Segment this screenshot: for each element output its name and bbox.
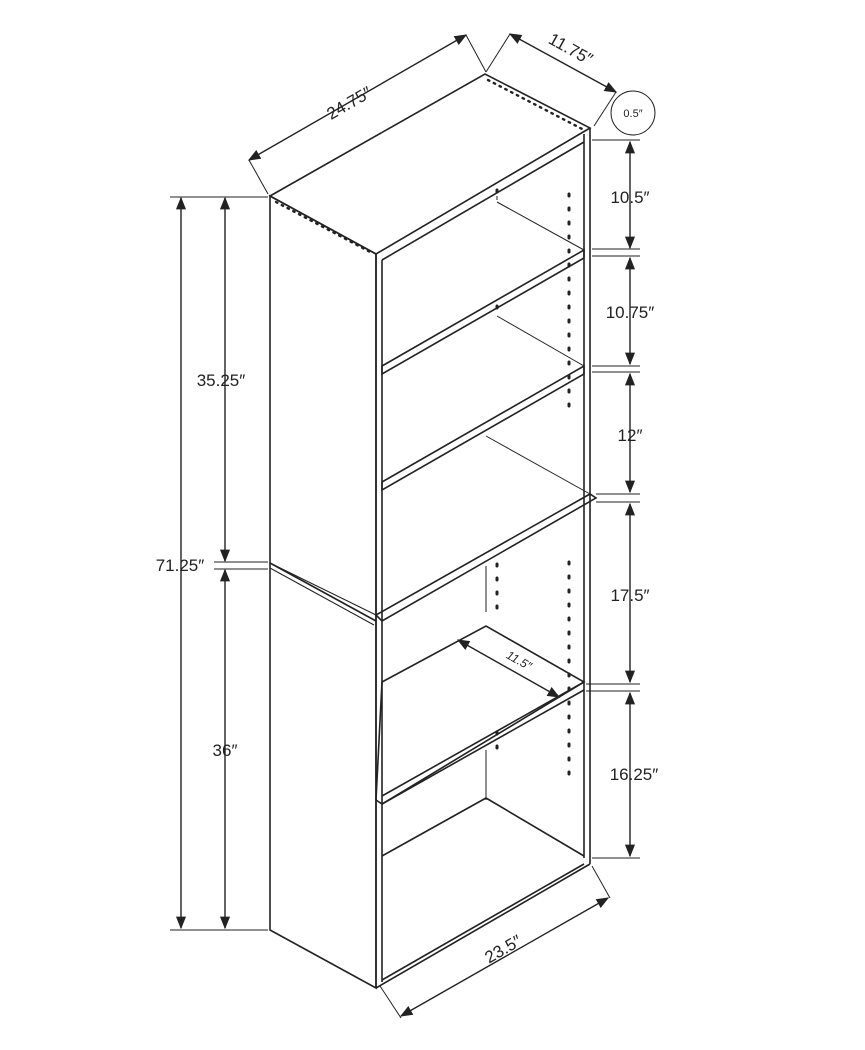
dim-total-width-ext-2 <box>248 159 269 195</box>
label-total-height: 71.25″ <box>156 556 205 575</box>
shelf-2-back <box>496 315 585 367</box>
dim-inner-width-ext-2 <box>591 865 611 899</box>
module-divider-side <box>269 562 377 616</box>
label-total-width: 24.75″ <box>323 83 375 124</box>
dimension-lines <box>170 33 656 1019</box>
bookcase-drawing <box>268 73 598 990</box>
label-shelf-3: 12″ <box>618 426 643 445</box>
label-shelf-4: 17.5″ <box>610 586 649 605</box>
label-shelf-5: 16.25″ <box>610 765 659 784</box>
label-lower-height: 36″ <box>213 741 238 760</box>
label-board-thickness: 0.5″ <box>623 108 642 120</box>
shelf-4-front <box>381 681 585 797</box>
top-back-edge-texture <box>486 78 586 132</box>
dim-depth-ext-1 <box>485 33 511 73</box>
top-front-edge-texture <box>274 200 374 255</box>
label-upper-height: 35.25″ <box>197 371 246 390</box>
label-inner-width: 23.5″ <box>482 931 525 967</box>
dim-total-width-line <box>247 34 468 161</box>
bottom-shelf-back <box>485 797 585 857</box>
module-split-line-2 <box>269 567 375 626</box>
dim-total-width-ext-1 <box>465 34 487 73</box>
shelf-2-front <box>381 364 585 492</box>
inner-top-edge <box>381 141 585 261</box>
label-shelf-1: 10.5″ <box>610 188 649 207</box>
label-shelf-2: 10.75″ <box>606 303 655 322</box>
module-divider-front <box>374 493 598 622</box>
dim-inner-width-line <box>399 897 610 1017</box>
shelf-4-front-2 <box>381 689 585 805</box>
label-depth: 11.75″ <box>545 29 596 69</box>
module-split-line <box>269 562 377 622</box>
dim-inner-depth-line <box>456 639 561 698</box>
bottom-inner-edge <box>381 863 585 981</box>
bottom-shelf-left <box>381 797 487 857</box>
shelf-1-front <box>381 248 585 376</box>
module-divider-back <box>485 435 591 495</box>
dim-inner-width-ext-1 <box>379 985 402 1019</box>
board-thickness-callout <box>610 90 656 136</box>
shelf-1-back <box>496 201 585 251</box>
dim-depth-line <box>508 33 618 93</box>
dim-depth-ext-2 <box>593 91 617 127</box>
shelf-4 <box>375 625 586 805</box>
